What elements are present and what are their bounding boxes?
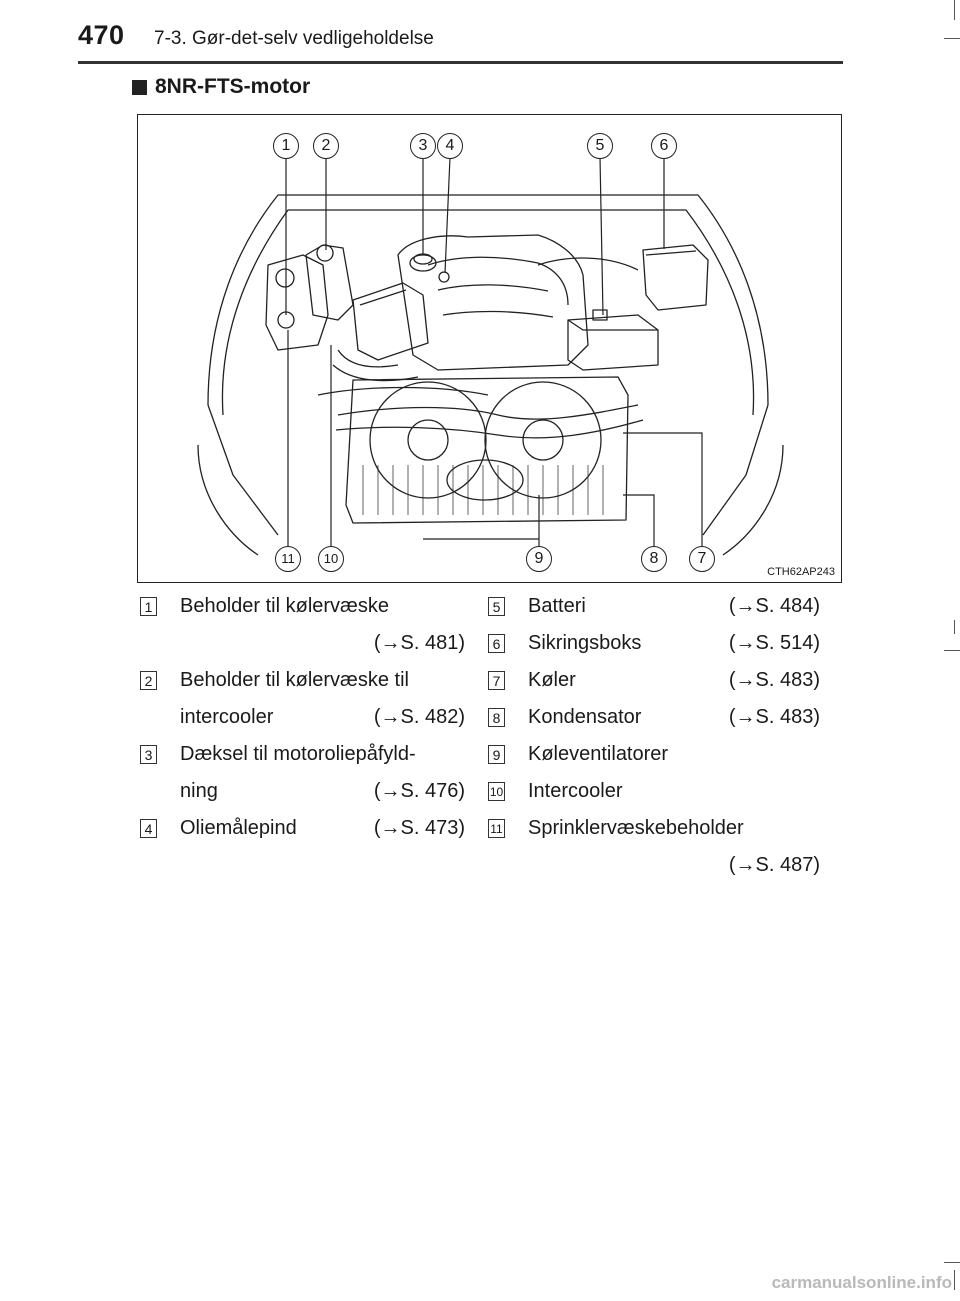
legend-ref: (→S. 483) <box>728 706 820 728</box>
callout-4: 4 <box>437 133 463 159</box>
callout-8: 8 <box>641 546 667 572</box>
legend-ref: (→S. 514) <box>728 632 820 654</box>
legend-item: 6 Sikringsboks (→S. 514) <box>488 625 820 662</box>
legend-ref: (→S. 484) <box>728 595 820 617</box>
legend-number: 8 <box>488 708 505 727</box>
callout-11: 11 <box>275 546 301 572</box>
crop-mark <box>944 1262 960 1263</box>
legend-label: Køler <box>528 669 576 691</box>
legend-row: Batteri (→S. 484) <box>528 588 820 625</box>
legend-number: 2 <box>140 671 157 690</box>
header-rule <box>78 61 843 64</box>
legend-number: 6 <box>488 634 505 653</box>
legend-ref: (→S. 481) <box>373 632 465 654</box>
legend-item: 8 Kondensator (→S. 483) <box>488 699 820 736</box>
callout-7: 7 <box>689 546 715 572</box>
callout-5: 5 <box>587 133 613 159</box>
legend-row: Oliemålepind (→S. 473) <box>180 810 465 847</box>
legend-number: 4 <box>140 819 157 838</box>
legend-label: Beholder til kølervæske <box>180 595 389 617</box>
legend-number: 3 <box>140 745 157 764</box>
legend-label: Oliemålepind <box>180 817 297 839</box>
crop-mark <box>954 0 955 20</box>
legend-number: 9 <box>488 745 505 764</box>
callout-1: 1 <box>273 133 299 159</box>
legend-ref: (→S. 487) <box>728 854 820 876</box>
legend-ref: (→S. 483) <box>728 669 820 691</box>
legend-number: 11 <box>488 819 505 838</box>
legend-row: intercooler (→S. 482) <box>180 699 465 736</box>
engine-bay-illustration <box>197 156 784 556</box>
legend-row: Kondensator (→S. 483) <box>528 699 820 736</box>
square-bullet-icon <box>132 79 147 95</box>
page-number: 470 <box>78 20 125 50</box>
legend-ref: (→S. 473) <box>373 817 465 839</box>
legend-number: 5 <box>488 597 505 616</box>
callout-10: 10 <box>318 546 344 572</box>
legend-row: ning (→S. 476) <box>180 773 465 810</box>
subheading-text: 8NR-FTS-motor <box>155 75 311 98</box>
legend-ref: (→S. 476) <box>373 780 465 802</box>
crop-mark <box>944 38 960 39</box>
watermark: carmanualsonline.info <box>771 1273 952 1292</box>
legend-label: Kondensator <box>528 706 642 728</box>
legend-label: Beholder til kølervæske til <box>180 669 409 691</box>
legend-label: Intercooler <box>528 780 623 802</box>
legend-label: Dæksel til motoroliepåfyld- <box>180 743 416 765</box>
crop-mark <box>954 620 955 634</box>
figure-code: CTH62AP243 <box>767 566 835 578</box>
legend-label: Batteri <box>528 595 586 617</box>
legend-item: 9 Køleventilatorer <box>488 736 820 773</box>
legend-row: Sikringsboks (→S. 514) <box>528 625 820 662</box>
legend-item: 10 Intercooler <box>488 773 820 810</box>
legend-number: 1 <box>140 597 157 616</box>
legend-label-cont: ning <box>180 780 218 802</box>
callout-2: 2 <box>313 133 339 159</box>
legend-label: Sprinklervæskebeholder <box>528 817 744 839</box>
callout-3: 3 <box>410 133 436 159</box>
legend-left: 1 Beholder til kølervæske (→S. 481) 2 Be… <box>140 588 465 847</box>
crop-mark <box>944 650 960 651</box>
legend-label-cont: intercooler <box>180 706 274 728</box>
legend-number: 7 <box>488 671 505 690</box>
legend-item: 4 Oliemålepind (→S. 473) <box>140 810 465 847</box>
legend-item: 5 Batteri (→S. 484) <box>488 588 820 625</box>
legend-label: Køleventilatorer <box>528 743 669 765</box>
legend-item: 7 Køler (→S. 483) <box>488 662 820 699</box>
callout-9: 9 <box>526 546 552 572</box>
legend-number: 10 <box>488 782 505 801</box>
legend-ref: (→S. 482) <box>373 706 465 728</box>
legend-item: 11 Sprinklervæskebeholder (→S. 487) <box>488 810 820 884</box>
legend-item: 2 Beholder til kølervæske til intercoole… <box>140 662 465 736</box>
subheading: 8NR-FTS-motor <box>132 75 310 99</box>
crop-mark <box>954 1270 955 1290</box>
section-title: 7-3. Gør-det-selv vedligeholdelse <box>154 28 434 49</box>
legend-label: Sikringsboks <box>528 632 642 654</box>
legend-right: 5 Batteri (→S. 484) 6 Sikringsboks (→S. … <box>488 588 820 884</box>
legend-item: 1 Beholder til kølervæske (→S. 481) <box>140 588 465 662</box>
callout-6: 6 <box>651 133 677 159</box>
legend-row: Køler (→S. 483) <box>528 662 820 699</box>
engine-bay-figure: 1 2 3 4 5 6 7 8 9 10 11 CTH62AP243 <box>137 114 842 583</box>
legend-item: 3 Dæksel til motoroliepåfyld- ning (→S. … <box>140 736 465 810</box>
